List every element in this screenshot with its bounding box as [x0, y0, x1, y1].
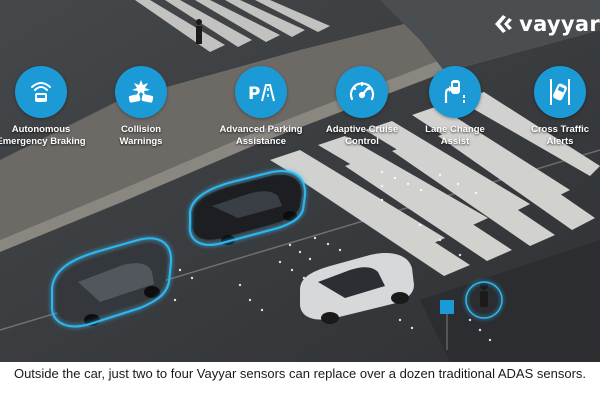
feature-badge [336, 66, 388, 118]
feature-badge [15, 66, 67, 118]
hero-image: vayyar Autonomous Emergency Braking [0, 0, 600, 362]
feature-adaptive-cruise-control: Adaptive Cruise Control [312, 66, 412, 148]
feature-label-line2: Assist [440, 136, 470, 147]
crosswalk-top [135, 0, 330, 52]
feature-badge [115, 66, 167, 118]
crosswalk-main [270, 92, 600, 276]
feature-badge: P [235, 66, 287, 118]
feature-label-line2: Emergency Braking [0, 136, 86, 147]
feature-label-line2: Warnings [119, 136, 163, 147]
collision-cars-icon [128, 80, 154, 103]
feature-label-line1: Collision [120, 124, 162, 135]
feature-label-line1: Lane Change [425, 124, 485, 135]
feature-label-line1: Adaptive Cruise [325, 124, 399, 135]
lower-right-pavement [420, 240, 600, 362]
feature-label: Collision Warnings [120, 124, 163, 148]
sensor-detection-pattern [173, 170, 492, 342]
feature-advanced-parking-assistance: P Advanced Parking Assistance [211, 66, 311, 148]
silver-car [300, 252, 414, 324]
feature-label: Adaptive Cruise Control [326, 124, 398, 148]
vayyar-chevron-icon [495, 15, 513, 33]
feature-lane-change-assist: Lane Change Assist [405, 66, 505, 148]
speedometer-icon [349, 81, 375, 101]
feature-label: Advanced Parking Assistance [220, 124, 303, 148]
feature-badge [429, 66, 481, 118]
svg-text:P: P [248, 84, 260, 104]
feature-label-line1: Advanced Parking [219, 124, 303, 135]
feature-collision-warnings: Collision Warnings [91, 66, 191, 148]
cross-traffic-icon [550, 79, 570, 105]
feature-autonomous-emergency-braking: Autonomous Emergency Braking [0, 66, 91, 148]
feature-label-line2: Control [345, 136, 379, 147]
feature-label-line1: Cross Traffic [530, 124, 590, 135]
suv [50, 237, 173, 328]
vayyar-logo: vayyar [493, 12, 600, 36]
caption: Outside the car, just two to four Vayyar… [13, 366, 587, 381]
lane-change-icon [444, 80, 465, 105]
feature-cross-traffic-alerts: Cross Traffic Alerts [510, 66, 600, 148]
feature-label-line2: Assistance [235, 136, 287, 147]
parking-icon: P [248, 84, 275, 104]
pedestrian-top [196, 19, 202, 44]
adas-features: Autonomous Emergency Braking Collision W… [0, 66, 600, 156]
black-car [188, 170, 307, 246]
brand-name: vayyar [519, 12, 600, 36]
car-front-sensor-icon [31, 82, 51, 102]
feature-label-line1: Autonomous [11, 124, 71, 135]
feature-label: Autonomous Emergency Braking [0, 124, 86, 148]
pedestrian [440, 281, 503, 350]
corner-pavement [380, 0, 600, 72]
feature-label-line2: Alerts [546, 136, 574, 147]
feature-badge [534, 66, 586, 118]
feature-label: Lane Change Assist [425, 124, 485, 148]
feature-label: Cross Traffic Alerts [531, 124, 589, 148]
street-scene [0, 0, 600, 362]
